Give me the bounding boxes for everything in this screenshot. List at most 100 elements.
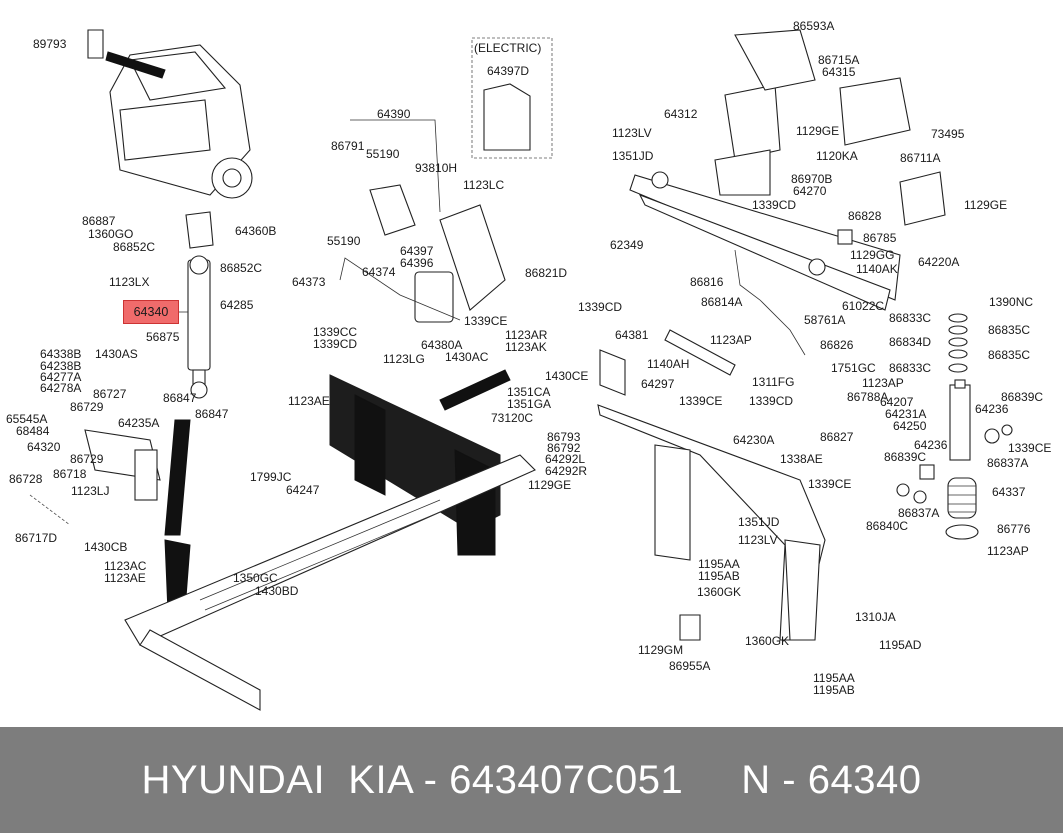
shock-absorber-stack	[896, 313, 1013, 540]
tilt-cylinder	[179, 211, 214, 399]
highlighted-part-callout[interactable]: 64340	[123, 300, 179, 324]
part-label: 1123AK	[505, 340, 547, 354]
part-label: 86711A	[900, 151, 940, 165]
part-label: 1799JC	[250, 470, 292, 484]
part-label: 1195AB	[813, 683, 855, 697]
part-label: 73495	[931, 127, 965, 141]
part-label: 1123AC	[104, 559, 147, 573]
part-label: 64373	[292, 275, 326, 289]
footer-banner: HYUNDAI KIA - 643407C051 N - 64340	[0, 727, 1063, 833]
part-label: 64360B	[235, 224, 276, 238]
part-label: 64397	[400, 244, 434, 258]
part-label: 64380A	[421, 338, 462, 352]
part-label: 64231A	[885, 407, 926, 421]
part-label: 64220A	[918, 255, 959, 269]
part-label: 86776	[997, 522, 1031, 536]
part-label: 86593A	[793, 19, 834, 33]
part-label: 86840C	[866, 519, 908, 533]
footer-caption: HYUNDAI KIA - 643407C051 N - 64340	[141, 757, 922, 802]
part-label: 1129GG	[850, 248, 894, 262]
part-label: 73120C	[491, 411, 533, 425]
part-label: 64285	[220, 298, 254, 312]
part-label: 1351GA	[507, 397, 551, 411]
part-label: 1430CE	[545, 369, 588, 383]
part-label: 86717D	[15, 531, 57, 545]
part-label: 86833C	[889, 311, 931, 325]
part-label: 1195AD	[879, 638, 922, 652]
part-label: 1195AB	[698, 569, 740, 583]
part-label: 1123AE	[104, 571, 146, 585]
frame-side-member	[597, 249, 826, 641]
part-label: 1339CD	[752, 198, 796, 212]
part-label: 89793	[33, 37, 67, 51]
part-label: 1123AE	[288, 394, 330, 408]
part-label: 64337	[992, 485, 1026, 499]
part-label: 1129GE	[796, 124, 839, 138]
part-label: 86791	[331, 139, 365, 153]
part-label: 86728	[9, 472, 43, 486]
oil-pump-assembly	[339, 119, 506, 323]
part-label: 68484	[16, 424, 50, 438]
part-label: 1360GK	[697, 585, 741, 599]
part-label: 1339CD	[749, 394, 793, 408]
part-label: 1339CE	[808, 477, 851, 491]
part-label: 62349	[610, 238, 644, 252]
part-label: 86792	[547, 441, 581, 455]
part-label: 65545A	[6, 412, 47, 426]
part-label: 64292R	[545, 464, 587, 478]
part-label: 86828	[848, 209, 882, 223]
part-label: 1339CE	[679, 394, 722, 408]
part-label: 58761A	[804, 313, 845, 327]
callout-labels: 89793(ELECTRIC)64397D86593A86715A6431564…	[6, 19, 1051, 697]
part-label: 64278A	[40, 381, 81, 395]
part-label: 86715A	[818, 53, 859, 67]
part-label: 1351JD	[612, 149, 654, 163]
part-label: 1123LJ	[71, 484, 109, 498]
part-label: 61022C	[842, 299, 884, 313]
part-label: 1140AH	[647, 357, 689, 371]
part-label: 64320	[27, 440, 61, 454]
part-label: 86816	[690, 275, 724, 289]
part-label: 1123AP	[710, 333, 752, 347]
part-label: 1123AR	[505, 328, 548, 342]
part-label: 86729	[70, 452, 104, 466]
part-label: 1123AP	[987, 544, 1029, 558]
part-label: 1123LV	[612, 126, 652, 140]
part-label: 1751GC	[831, 361, 876, 375]
part-label: 86847	[163, 391, 197, 405]
part-label: 1123AP	[862, 376, 904, 390]
part-label: 1129GE	[528, 478, 571, 492]
highlighted-part-number: 64340	[133, 305, 169, 319]
hinge-assembly	[29, 429, 161, 526]
part-label: 86852C	[220, 261, 262, 275]
part-label: 64207	[880, 395, 914, 409]
part-label: 1339CD	[578, 300, 622, 314]
part-label: 1339CD	[313, 337, 357, 351]
pointer-lines	[164, 419, 191, 536]
part-label: 1360GO	[88, 227, 133, 241]
part-label: 93810H	[415, 161, 457, 175]
part-label: 1129GE	[964, 198, 1007, 212]
part-label: 64277A	[40, 370, 81, 384]
part-label: 64236	[914, 438, 948, 452]
part-label: 1310JA	[855, 610, 896, 624]
truck-cab-illustration	[87, 29, 253, 199]
part-label: 1311FG	[752, 375, 794, 389]
part-label: 64270	[793, 184, 827, 198]
part-label: 86970B	[791, 172, 832, 186]
part-label: 86821D	[525, 266, 567, 280]
part-label: 86847	[195, 407, 229, 421]
part-label: 1351JD	[738, 515, 780, 529]
chassis-frame	[124, 369, 536, 711]
part-label: 1430AS	[95, 347, 138, 361]
part-label: 86839C	[1001, 390, 1043, 404]
part-label: 1339CE	[464, 314, 507, 328]
part-label: 86835C	[988, 323, 1030, 337]
part-label: 86833C	[889, 361, 931, 375]
part-label: 86827	[820, 430, 854, 444]
part-label: 1390NC	[989, 295, 1033, 309]
part-label: 1123LG	[383, 352, 425, 366]
part-label: (ELECTRIC)	[474, 41, 541, 55]
part-label: 1140AK	[856, 262, 898, 276]
part-label: 1123LX	[109, 275, 149, 289]
